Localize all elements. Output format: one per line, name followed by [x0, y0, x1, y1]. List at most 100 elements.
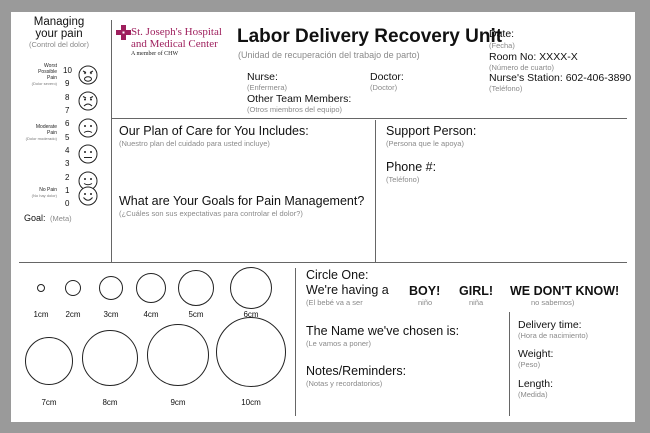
baby-name-sub: (Le vamos a poner)	[306, 339, 372, 348]
delivery-time-label: Delivery time:	[518, 319, 582, 331]
date-label: Date:	[489, 28, 515, 40]
pain-goal: Goal: (Meta)	[24, 208, 72, 226]
dilation-label: 4cm	[143, 310, 159, 319]
dilation-circle-10cm	[216, 317, 286, 387]
no-pain-sub: (No hay dolor)	[31, 193, 57, 198]
pain-title-line2: your pain	[35, 28, 83, 40]
pain-num: 10	[63, 66, 72, 75]
dilation-label: 3cm	[103, 310, 119, 319]
dilation-label: 2cm	[65, 310, 81, 319]
worst-label-sub: (Dolor severo)	[31, 81, 57, 86]
pain-num: 1	[65, 186, 70, 195]
doctor-sub: (Doctor)	[370, 83, 398, 92]
dilation-circle-2cm	[65, 280, 81, 296]
divider-pain-scale	[111, 20, 112, 262]
pain-num: 2	[65, 173, 70, 182]
pain-goals-sub: (¿Cuáles son sus expectativas para contr…	[119, 209, 303, 218]
divider-main	[19, 262, 627, 263]
length-sub: (Medida)	[518, 390, 548, 399]
dilation-label: 1cm	[33, 310, 49, 319]
hospital-name-line1: St. Joseph's Hospital	[131, 26, 222, 38]
dilation-circle-8cm	[82, 330, 138, 386]
pain-face-no-pain-icon	[78, 186, 98, 206]
pain-num: 3	[65, 159, 70, 168]
dont-know-option[interactable]: WE DON'T KNOW!	[510, 284, 620, 298]
dilation-circle-1cm	[37, 284, 45, 292]
girl-option[interactable]: GIRL!	[459, 284, 494, 298]
girl-sub: niña	[469, 298, 484, 307]
nurse-station-phone: Nurse's Station: 602-406-3890	[489, 72, 632, 84]
pain-num: 7	[65, 106, 70, 115]
dilation-circle-3cm	[99, 276, 123, 300]
dilation-label: 7cm	[41, 398, 57, 407]
worst-pain-label: Worst Possible Pain (Dolor severo)	[15, 63, 57, 86]
goal-label: Goal:	[24, 213, 46, 223]
dilation-circle-6cm	[230, 267, 272, 309]
whiteboard: Managing your pain (Control del dolor) W…	[11, 12, 635, 422]
circle-one-label: Circle One:	[306, 268, 369, 282]
date-sub: (Fecha)	[489, 41, 515, 50]
dilation-label: 9cm	[170, 398, 186, 407]
baby-name-label: The Name we've chosen is:	[306, 324, 460, 338]
phone-label: Phone #:	[386, 160, 437, 174]
pain-face-moderate-icon	[78, 144, 98, 164]
divider-support	[375, 120, 376, 262]
length-label: Length:	[518, 378, 554, 390]
dilation-circle-5cm	[178, 270, 214, 306]
dilation-label: 5cm	[188, 310, 204, 319]
hospital-name-line2: and Medical Center	[131, 38, 218, 50]
other-team-label: Other Team Members:	[247, 93, 352, 105]
plan-of-care-title: Our Plan of Care for You Includes:	[119, 124, 309, 138]
support-person-sub: (Persona que le apoya)	[386, 139, 464, 148]
pain-title-line1: Managing	[33, 16, 85, 28]
doctor-label: Doctor:	[370, 71, 404, 83]
divider-header	[111, 118, 627, 119]
pain-face-worst-icon	[78, 65, 98, 85]
pain-num: 0	[65, 199, 70, 208]
dilation-label: 10cm	[241, 398, 261, 407]
weight-sub: (Peso)	[518, 360, 541, 369]
worst-label-1: Worst	[44, 63, 57, 69]
worst-label-2: Possible	[38, 69, 57, 75]
plan-of-care-sub: (Nuestro plan del cuidado para usted inc…	[119, 139, 270, 148]
pain-face-strong-icon	[78, 118, 98, 138]
boy-sub: niño	[418, 298, 433, 307]
dont-know-sub: no sabemos)	[531, 298, 575, 307]
having-label: We're having a	[306, 283, 389, 297]
having-sub: (El bebé va a ser	[306, 298, 363, 307]
hospital-member: A member of CHW	[131, 51, 179, 57]
pain-scale-title: Managing your pain (Control del dolor)	[11, 16, 107, 49]
dilation-label: 6cm	[243, 310, 259, 319]
pain-num: 4	[65, 146, 70, 155]
moderate-label-sub: (Dolor moderado)	[25, 136, 57, 141]
pain-num: 8	[65, 93, 70, 102]
pain-face-severe-icon	[78, 91, 98, 111]
moderate-label-2: Pain	[46, 130, 57, 136]
delivery-time-sub: (Hora de nacimiento)	[518, 331, 589, 340]
room-number: Room No: XXXX-X	[489, 51, 578, 63]
hospital-name: St. Joseph's Hospital and Medical Center…	[131, 26, 222, 58]
moderate-label-1: Moderate	[35, 124, 57, 130]
no-pain-text: No Pain	[39, 187, 57, 193]
divider-birth-info	[509, 312, 510, 416]
worst-label-3: Pain	[46, 75, 57, 81]
room-sub: (Número de cuarto)	[489, 63, 555, 72]
support-person-label: Support Person:	[386, 124, 477, 138]
pain-goals-title: What are Your Goals for Pain Management?	[119, 194, 365, 208]
notes-label: Notes/Reminders:	[306, 364, 407, 378]
goal-sub: (Meta)	[49, 214, 72, 223]
dilation-circle-4cm	[136, 273, 166, 303]
nurse-sub: (Enfermera)	[247, 83, 288, 92]
other-team-sub: (Otros miembros del equipo)	[247, 105, 343, 114]
boy-option[interactable]: BOY!	[409, 284, 441, 298]
pain-num: 6	[65, 119, 70, 128]
phone-sub: (Teléfono)	[386, 175, 420, 184]
dilation-circle-7cm	[25, 337, 73, 385]
page-title: Labor Delivery Recovery Unit	[237, 26, 503, 47]
divider-dilation	[295, 268, 296, 416]
pain-subtitle: (Control del dolor)	[28, 40, 90, 49]
pain-num: 5	[65, 133, 70, 142]
no-pain-label: No Pain (No hay dolor)	[15, 187, 57, 198]
moderate-pain-label: Moderate Pain (Dolor moderado)	[15, 124, 57, 141]
page-subtitle: (Unidad de recuperación del trabajo de p…	[238, 50, 420, 60]
